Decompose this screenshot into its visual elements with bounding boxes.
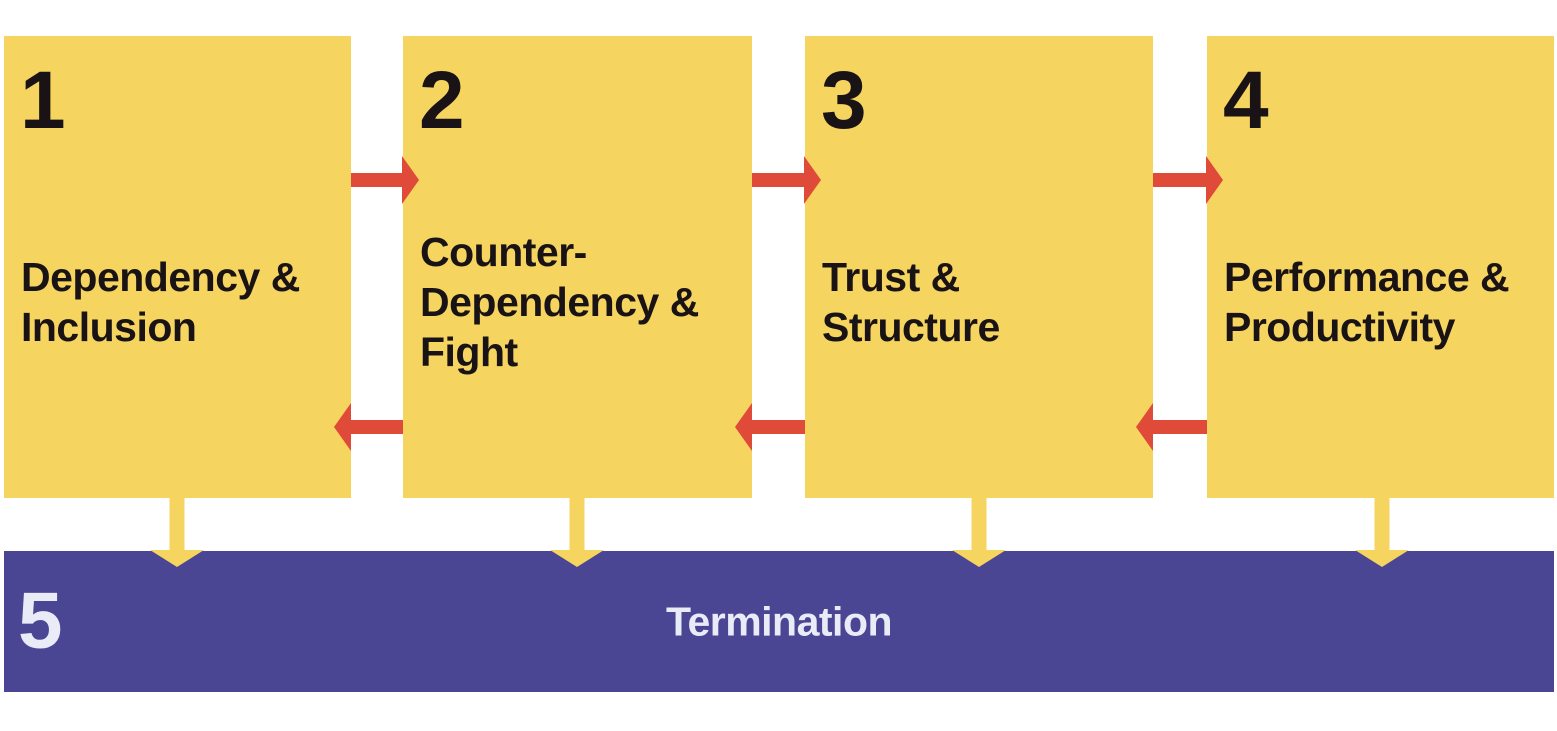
arrow-head [1355, 550, 1409, 567]
arrow-head [334, 403, 351, 451]
reverse-arrow-3-to-2-icon [735, 403, 805, 451]
stage-4-title: Performance & Productivity [1224, 253, 1510, 350]
down-arrow-stage-2-icon [550, 497, 604, 567]
arrow-head [1136, 403, 1153, 451]
arrow-tail [752, 173, 805, 187]
stage-box-3: 3 Trust & Structure [805, 36, 1153, 498]
stage-box-1: 1 Dependency & Inclusion [4, 36, 351, 498]
stage-box-2: 2 Counter- Dependency & Fight [403, 36, 752, 498]
arrow-head [1206, 156, 1223, 204]
arrow-tail [1152, 420, 1207, 434]
arrow-head [150, 550, 204, 567]
stage-box-4: 4 Performance & Productivity [1207, 36, 1554, 498]
arrow-tail [751, 420, 805, 434]
arrow-tail [1153, 173, 1207, 187]
down-arrow-stage-1-icon [150, 497, 204, 567]
arrow-tail [351, 173, 403, 187]
forward-arrow-3-to-4-icon [1153, 156, 1223, 204]
down-arrow-stage-4-icon [1355, 497, 1409, 567]
arrow-head [735, 403, 752, 451]
down-arrow-stage-3-icon [952, 497, 1006, 567]
reverse-arrow-2-to-1-icon [334, 403, 403, 451]
forward-arrow-2-to-3-icon [752, 156, 821, 204]
stage-2-title: Counter- Dependency & Fight [420, 228, 699, 376]
stage-5-number: 5 [18, 574, 63, 664]
arrow-stem [971, 497, 987, 551]
arrow-head [952, 550, 1006, 567]
arrow-head [402, 156, 419, 204]
arrow-stem [169, 497, 185, 551]
reverse-arrow-4-to-3-icon [1136, 403, 1207, 451]
stage-2-number: 2 [419, 55, 465, 146]
stage-1-title: Dependency & Inclusion [21, 253, 300, 350]
stage-box-5-termination: 5 Termination [4, 551, 1554, 692]
arrow-head [804, 156, 821, 204]
stage-1-number: 1 [20, 55, 66, 146]
arrow-tail [350, 420, 403, 434]
arrow-head [550, 550, 604, 567]
arrow-stem [1374, 497, 1390, 551]
stage-3-number: 3 [821, 55, 867, 146]
forward-arrow-1-to-2-icon [351, 156, 419, 204]
stage-5-title: Termination [665, 598, 893, 644]
arrow-stem [569, 497, 585, 551]
stage-4-number: 4 [1223, 55, 1269, 146]
stage-3-title: Trust & Structure [822, 253, 1000, 350]
